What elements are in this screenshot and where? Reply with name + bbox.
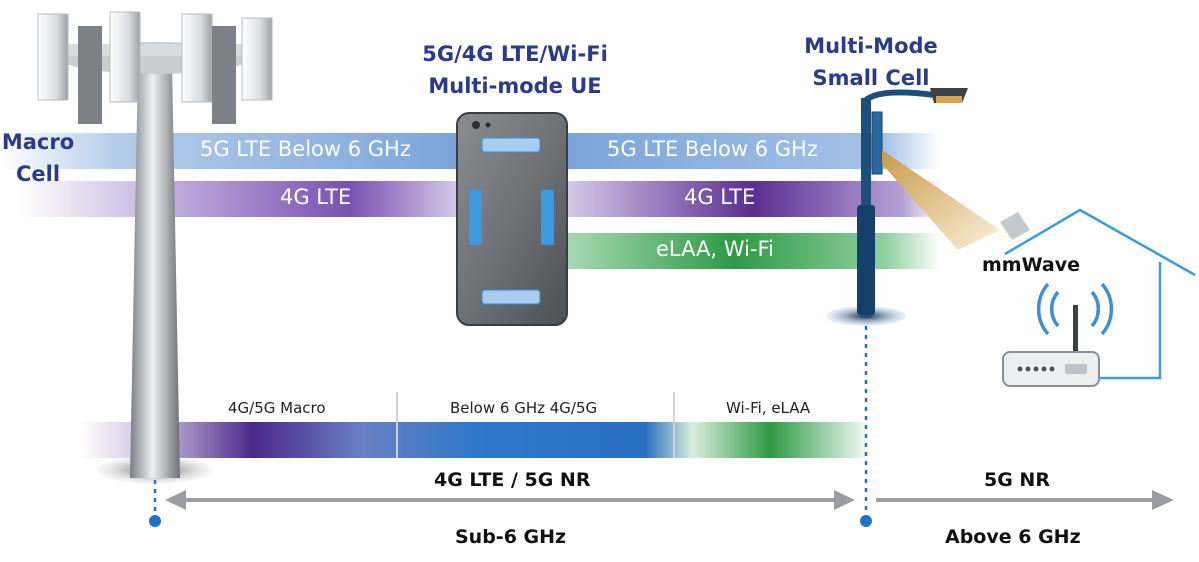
band-5g-right-label: 5G LTE Below 6 GHz xyxy=(607,137,818,161)
left-range-label: 4G LTE / 5G NR xyxy=(434,469,591,491)
band-4g-right-label: 4G LTE xyxy=(684,185,756,209)
sub6-caption: Sub-6 GHz xyxy=(455,526,567,548)
small-cell-pole-icon xyxy=(826,88,1030,326)
wifi-router-icon xyxy=(1002,282,1114,387)
spectrum-segment-macro: 4G/5G Macro xyxy=(228,399,326,417)
band-5g-left xyxy=(0,133,460,169)
above6-caption: Above 6 GHz xyxy=(945,526,1081,548)
band-elaa xyxy=(565,233,940,269)
macro-dot xyxy=(149,515,161,527)
macro-cell-title: Macro Cell xyxy=(1,130,75,186)
smallcell-dot xyxy=(860,515,872,527)
house-icon xyxy=(1004,208,1196,380)
mmwave-label: mmWave xyxy=(982,254,1080,276)
band-4g-right xyxy=(565,181,940,217)
band-4g-left-label: 4G LTE xyxy=(280,185,352,209)
above6-range-arrow xyxy=(876,490,1174,510)
small-cell-title: Multi-Mode Small Cell xyxy=(804,34,938,90)
spectrum-segment-below6: Below 6 GHz 4G/5G xyxy=(450,399,598,417)
right-range-label: 5G NR xyxy=(984,469,1050,491)
spectrum-bar xyxy=(80,422,865,458)
macro-tower-icon xyxy=(37,11,273,484)
band-4g-left xyxy=(20,181,460,217)
ue-title: 5G/4G LTE/Wi-Fi Multi-mode UE xyxy=(422,42,608,98)
band-5g-left-label: 5G LTE Below 6 GHz xyxy=(200,137,411,161)
band-elaa-label: eLAA, Wi-Fi xyxy=(656,237,774,261)
multimode-ue-phone-icon xyxy=(456,112,568,326)
spectrum-segment-wifi: Wi-Fi, eLAA xyxy=(726,399,811,417)
sub6-range-arrow xyxy=(165,490,855,510)
